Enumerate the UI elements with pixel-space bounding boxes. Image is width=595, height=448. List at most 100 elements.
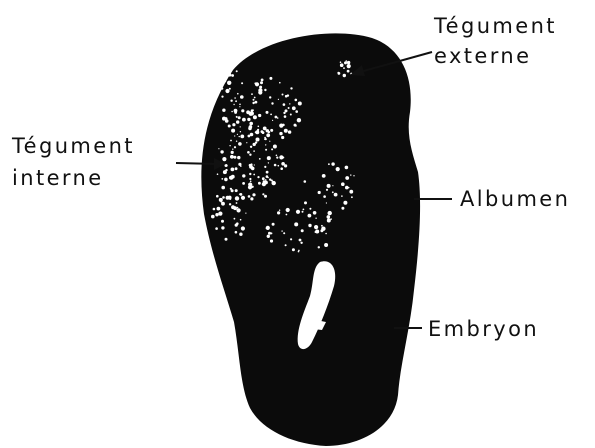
- speckle: [321, 225, 323, 227]
- speckle: [341, 195, 343, 197]
- speckle: [213, 208, 216, 211]
- speckle: [275, 116, 278, 119]
- speckle: [353, 175, 354, 176]
- speckle: [284, 164, 287, 167]
- speckle: [235, 100, 237, 102]
- speckle: [303, 209, 305, 211]
- speckle: [336, 167, 340, 171]
- speckle: [295, 99, 298, 102]
- speckle: [226, 196, 230, 200]
- speckle: [264, 195, 267, 198]
- speckle: [235, 224, 238, 227]
- speckle: [238, 142, 242, 146]
- speckle: [211, 215, 215, 219]
- speckle: [271, 102, 273, 104]
- speckle: [269, 77, 272, 80]
- speckle: [248, 195, 251, 198]
- speckle: [270, 239, 273, 242]
- speckle: [253, 174, 255, 176]
- speckle: [266, 226, 270, 230]
- speckle: [265, 149, 267, 151]
- speckle: [255, 101, 258, 104]
- speckle: [350, 174, 351, 175]
- speckle: [286, 208, 290, 212]
- speckle: [347, 70, 350, 73]
- speckle: [250, 197, 253, 200]
- speckle: [231, 74, 234, 77]
- speckle: [294, 222, 298, 226]
- speckle: [221, 220, 224, 223]
- speckle: [269, 141, 270, 142]
- speckle: [281, 136, 284, 139]
- speckle: [237, 208, 241, 212]
- speckle: [218, 148, 219, 149]
- speckle: [240, 219, 242, 221]
- speckle: [253, 99, 255, 101]
- speckle: [239, 106, 240, 107]
- speckle: [241, 109, 244, 112]
- speckle: [221, 226, 224, 229]
- speckle: [270, 114, 272, 116]
- speckle: [290, 114, 292, 116]
- speckle: [332, 191, 334, 193]
- speckle: [277, 117, 279, 119]
- speckle: [229, 88, 231, 90]
- speckle: [231, 168, 235, 172]
- speckle: [230, 176, 233, 179]
- speckle: [328, 211, 332, 215]
- speckle: [300, 242, 302, 244]
- speckle: [232, 123, 235, 126]
- speckle: [233, 104, 234, 105]
- speckle: [240, 95, 244, 99]
- speckle: [216, 195, 219, 198]
- speckle: [235, 231, 238, 234]
- speckle: [263, 126, 267, 130]
- speckle: [265, 138, 267, 140]
- speckle: [221, 88, 223, 90]
- speckle: [249, 125, 253, 129]
- speckle: [249, 122, 253, 126]
- speckle: [268, 162, 269, 163]
- speckle: [241, 82, 243, 84]
- speckle: [315, 230, 319, 234]
- speckle: [347, 61, 350, 64]
- speckle: [343, 201, 347, 205]
- speckle: [295, 125, 297, 127]
- speckle: [259, 158, 261, 160]
- speckle: [258, 114, 259, 115]
- speckle: [247, 118, 250, 121]
- speckle: [267, 156, 271, 160]
- speckle: [247, 151, 250, 154]
- speckle: [330, 218, 332, 220]
- speckle: [345, 176, 349, 180]
- speckle: [331, 162, 334, 165]
- speckle: [230, 155, 234, 159]
- speckle: [246, 142, 247, 143]
- speckle: [298, 102, 302, 106]
- speckle: [249, 154, 251, 156]
- speckle: [221, 96, 223, 98]
- speckle: [313, 211, 317, 215]
- speckle: [345, 166, 349, 170]
- leader-tegument-interne: [176, 163, 218, 164]
- speckle: [240, 165, 242, 167]
- speckle: [284, 129, 288, 133]
- speckle: [251, 167, 255, 171]
- speckle: [223, 79, 226, 82]
- speckle: [348, 187, 349, 188]
- speckle: [273, 145, 277, 149]
- speckle: [280, 167, 283, 170]
- speckle: [281, 230, 282, 231]
- speckle: [250, 146, 252, 148]
- speckle: [351, 196, 353, 198]
- speckle: [326, 189, 328, 191]
- speckle: [268, 131, 270, 133]
- speckle: [257, 176, 259, 178]
- speckle: [261, 130, 264, 133]
- speckle: [290, 87, 292, 89]
- speckle: [334, 193, 338, 197]
- speckle: [274, 164, 277, 167]
- speckle: [288, 107, 290, 109]
- speckle: [266, 111, 269, 114]
